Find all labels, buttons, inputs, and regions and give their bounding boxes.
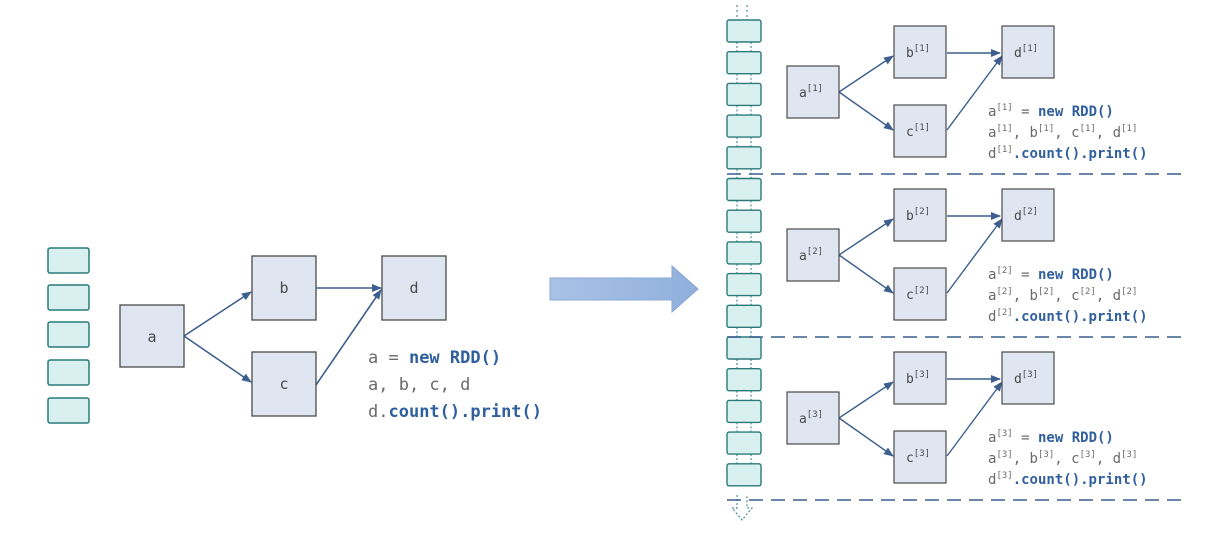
batch-code-line-3: d[1].count().print() bbox=[988, 145, 1148, 162]
node-a-batch-2: a[2] bbox=[786, 228, 840, 282]
node-c-label: c[2] bbox=[906, 286, 930, 303]
stream-slot bbox=[726, 209, 762, 233]
stream-slot bbox=[726, 177, 762, 202]
batch-code-line-3: d[2].count().print() bbox=[988, 308, 1148, 325]
stream-slot bbox=[726, 114, 762, 138]
edge-a-b bbox=[838, 55, 894, 93]
batch-code-line-1: a[3] = new RDD() bbox=[988, 429, 1114, 446]
node-b-label: b[3] bbox=[906, 370, 930, 387]
batch-dividers bbox=[727, 173, 1182, 501]
node-d-label: d[1] bbox=[1014, 44, 1038, 61]
node-c-label: c[3] bbox=[906, 449, 930, 466]
edge-a-b bbox=[838, 218, 894, 256]
batch-2: a[2] b[2] c[2] d[2] a[2] = new RDD() a[2], b[… bbox=[786, 188, 1148, 325]
transform-arrow bbox=[549, 264, 699, 314]
right-stream bbox=[726, 5, 762, 521]
batch-code: a[1] = new RDD() a[1], b[1], c[1], d[1] d[… bbox=[988, 103, 1148, 162]
queue-slot bbox=[47, 247, 90, 274]
left-queue bbox=[47, 247, 90, 424]
node-a-batch-3: a[3] bbox=[786, 391, 840, 445]
batches: a[1] b[1] c[1] d[1] a[1] = new RDD() a[1], b[… bbox=[786, 25, 1148, 488]
stream-slot bbox=[726, 368, 762, 392]
edge-c-d bbox=[946, 55, 1003, 131]
node-d-label: d[2] bbox=[1014, 207, 1038, 224]
batch-code-line-2: a[3], b[3], c[3], d[3] bbox=[988, 450, 1137, 467]
left-code-line-3: d.count().print() bbox=[368, 402, 542, 422]
node-a-label: a[2] bbox=[799, 247, 823, 264]
queue-slot bbox=[47, 321, 90, 348]
node-a-label: a[1] bbox=[799, 84, 823, 101]
batch-code-line-2: a[2], b[2], c[2], d[2] bbox=[988, 287, 1137, 304]
stream-slot bbox=[726, 399, 762, 424]
node-d: d bbox=[381, 255, 447, 321]
stream-slot bbox=[726, 51, 762, 75]
left-dag: a b c d bbox=[119, 255, 447, 417]
node-c-label: c bbox=[279, 375, 288, 393]
node-b-batch-2: b[2] bbox=[893, 188, 947, 242]
stream-slot bbox=[726, 463, 762, 487]
queue-slot bbox=[47, 284, 90, 311]
node-a: a bbox=[119, 304, 185, 368]
queue-slot bbox=[47, 359, 90, 386]
edge-a-b bbox=[838, 381, 894, 419]
node-b-label: b[1] bbox=[906, 44, 930, 61]
node-c-label: c[1] bbox=[906, 123, 930, 140]
batch-code-line-3: d[3].count().print() bbox=[988, 471, 1148, 488]
batch-code-line-1: a[2] = new RDD() bbox=[988, 266, 1114, 283]
batch-3: a[3] b[3] c[3] d[3] a[3] = new RDD() a[3], b[… bbox=[786, 351, 1148, 488]
stream-slot bbox=[726, 304, 762, 328]
node-b-label: b[2] bbox=[906, 207, 930, 224]
node-a-label: a bbox=[147, 328, 156, 346]
node-a-batch-1: a[1] bbox=[786, 65, 840, 119]
stream-slot bbox=[726, 336, 762, 360]
edge-a-c bbox=[838, 417, 894, 457]
stream-slot bbox=[726, 82, 762, 107]
node-d-batch-2: d[2] bbox=[1001, 188, 1055, 242]
node-b-batch-3: b[3] bbox=[893, 351, 947, 405]
node-b: b bbox=[251, 255, 317, 321]
node-c-batch-3: c[3] bbox=[893, 430, 947, 484]
batch-code-line-1: a[1] = new RDD() bbox=[988, 103, 1114, 120]
queue-slot bbox=[47, 397, 90, 424]
left-code: a = new RDD() a, b, c, d d.count().print… bbox=[368, 348, 542, 422]
stream-slot bbox=[726, 19, 762, 43]
node-d-batch-1: d[1] bbox=[1001, 25, 1055, 79]
node-c: c bbox=[251, 351, 317, 417]
batch-code-line-2: a[1], b[1], c[1], d[1] bbox=[988, 124, 1137, 141]
node-a-label: a[3] bbox=[799, 410, 823, 427]
stream-slot bbox=[726, 146, 762, 170]
stream-slot bbox=[726, 241, 762, 265]
stream-slot bbox=[726, 272, 762, 297]
batch-code: a[2] = new RDD() a[2], b[2], c[2], d[2] d[… bbox=[988, 266, 1148, 325]
node-c-batch-1: c[1] bbox=[893, 104, 947, 158]
stream-down-arrow bbox=[730, 495, 754, 521]
node-d-label: d[3] bbox=[1014, 370, 1038, 387]
edge-a-c bbox=[838, 254, 894, 294]
edge-c-d bbox=[946, 218, 1003, 294]
left-code-line-1: a = new RDD() bbox=[368, 348, 501, 368]
left-code-line-2: a, b, c, d bbox=[368, 375, 470, 395]
edge-a-c bbox=[838, 91, 894, 131]
node-b-batch-1: b[1] bbox=[893, 25, 947, 79]
node-c-batch-2: c[2] bbox=[893, 267, 947, 321]
edge-c-d bbox=[946, 381, 1003, 457]
node-d-batch-3: d[3] bbox=[1001, 351, 1055, 405]
batch-code: a[3] = new RDD() a[3], b[3], c[3], d[3] d[… bbox=[988, 429, 1148, 488]
batch-1: a[1] b[1] c[1] d[1] a[1] = new RDD() a[1], b[… bbox=[786, 25, 1148, 162]
node-d-label: d bbox=[409, 279, 418, 297]
node-b-label: b bbox=[279, 279, 288, 297]
stream-slot bbox=[726, 431, 762, 455]
